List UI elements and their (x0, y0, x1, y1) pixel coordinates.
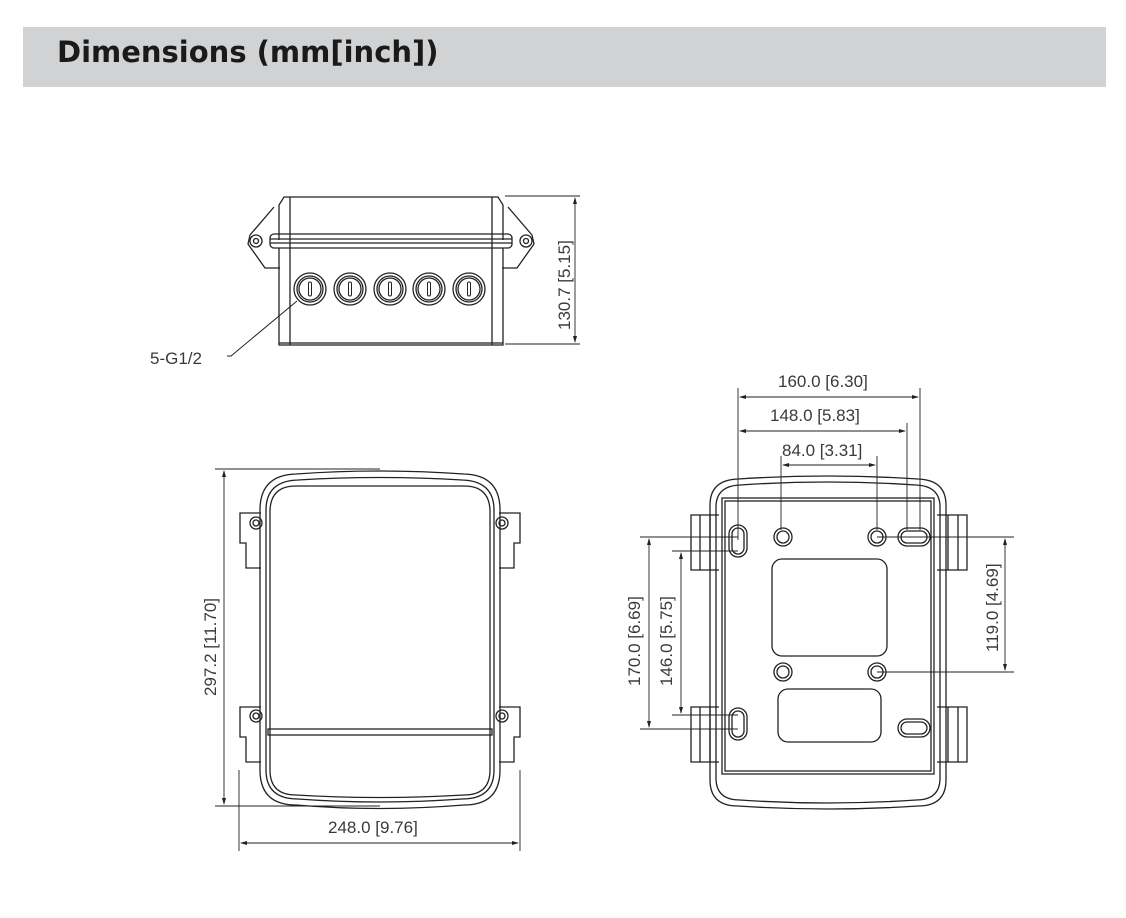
side-height-label: 130.7 [5.15] (555, 240, 574, 330)
back-height-right-label: 119.0 [4.69] (983, 563, 1002, 652)
back-width-mid-label: 148.0 [5.83] (770, 406, 860, 425)
front-view (215, 468, 521, 851)
front-height-label: 297.2 [11.70] (201, 598, 220, 696)
back-width-outer-label: 160.0 [6.30] (778, 372, 868, 391)
port-callout-label: 5-G1/2 (150, 349, 202, 368)
cable-gland-ports (293, 272, 486, 306)
front-width-label: 248.0 [9.76] (328, 818, 418, 837)
back-width-inner-label: 84.0 [3.31] (782, 441, 862, 460)
back-height-inner-label: 146.0 [5.75] (657, 596, 676, 686)
back-view (640, 388, 1014, 810)
section-header: Dimensions (mm[inch]) (23, 27, 1106, 87)
page-title: Dimensions (mm[inch]) (57, 35, 439, 69)
side-view (227, 195, 580, 357)
back-height-outer-label: 170.0 [6.69] (625, 596, 644, 686)
